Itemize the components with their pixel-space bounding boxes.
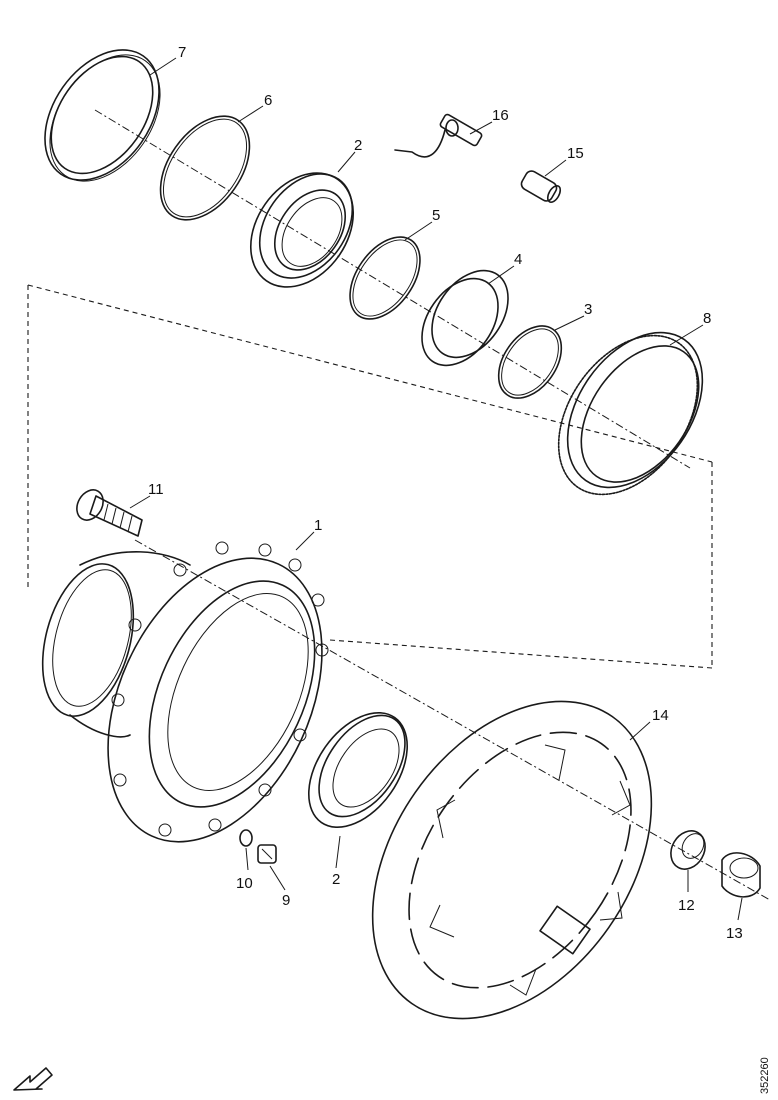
drawing-reference-number: 352260 (759, 1057, 771, 1094)
callout-15: 15 (567, 145, 584, 162)
callout-13: 13 (726, 925, 743, 942)
part-11-wheel-stud (76, 489, 143, 537)
part-3-ring (497, 325, 563, 399)
callout-6: 6 (264, 92, 272, 109)
callout-4: 4 (514, 251, 522, 268)
part-5-snap-ring (349, 236, 421, 320)
callout-1: 1 (314, 517, 322, 534)
part-7-seal-ring (44, 49, 161, 182)
callout-2-upper: 2 (354, 137, 362, 154)
callout-9: 9 (282, 892, 290, 909)
assembly-axis-lines (94, 109, 771, 901)
callout-16: 16 (492, 107, 509, 124)
part-13-cap (721, 852, 761, 898)
part-6-o-ring (159, 115, 251, 221)
part-10-washer (239, 829, 253, 847)
assembly-boundary-dashed (27, 284, 713, 669)
part-15-sleeve (520, 170, 562, 203)
part-12-nut (670, 830, 706, 870)
leader-lines (129, 57, 743, 921)
part-2-bearing-upper (249, 172, 355, 288)
callout-12: 12 (678, 897, 695, 914)
part-14-brake-disc (371, 700, 653, 1020)
front-direction-arrow-icon (13, 1067, 53, 1091)
callout-8: 8 (703, 310, 711, 327)
callout-5: 5 (432, 207, 440, 224)
callout-10: 10 (236, 875, 253, 892)
callout-7: 7 (178, 44, 186, 61)
callout-11: 11 (148, 481, 164, 498)
callout-2-lower: 2 (332, 871, 340, 888)
part-2-bearing-lower (307, 711, 409, 829)
callout-14: 14 (652, 707, 669, 724)
callout-labels: 7 6 2 5 4 3 8 16 15 11 1 14 10 9 2 12 13 (148, 44, 743, 942)
part-1-wheel-hub (41, 541, 329, 843)
part-9-bolt (257, 844, 277, 864)
hub-bolt-holes (111, 541, 329, 837)
part-4-spacer-sleeve (421, 269, 509, 367)
part-16-sensor (394, 113, 483, 158)
callout-3: 3 (584, 301, 592, 318)
part-8-toothed-ring (557, 331, 704, 496)
